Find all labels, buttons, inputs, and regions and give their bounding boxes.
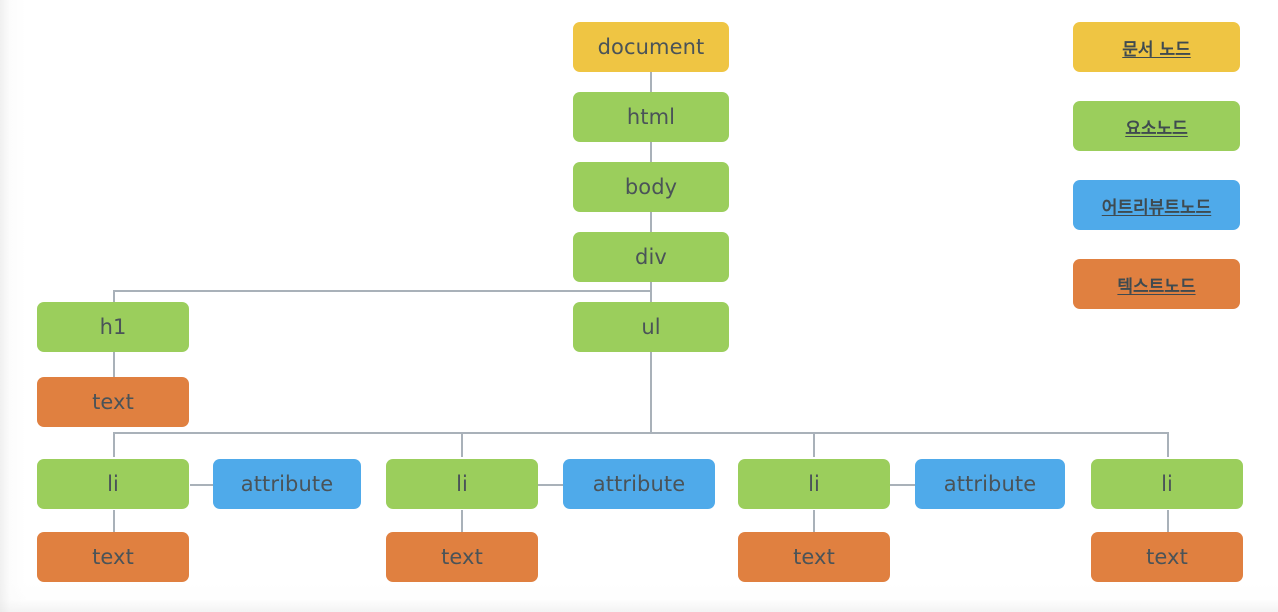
node-attribute-1[interactable]: attribute [213, 459, 361, 509]
edge-li3-attribute3 [890, 484, 915, 486]
legend-item-text-node[interactable]: 텍스트노드 [1073, 259, 1240, 309]
node-li-3[interactable]: li [738, 459, 890, 509]
edge-bar-ul [650, 290, 652, 302]
edge-li3-text [813, 510, 815, 532]
node-li-4-text[interactable]: text [1091, 532, 1243, 582]
edge-bar-li1 [113, 432, 115, 457]
edge-bar-li3 [813, 432, 815, 457]
edge-bar-li4 [1167, 432, 1169, 457]
edge-li1-text [113, 510, 115, 532]
node-h1-text[interactable]: text [37, 377, 189, 427]
edge-bar-h1 [113, 290, 115, 302]
edge-li2-attribute2 [538, 484, 563, 486]
edge-li2-text [461, 510, 463, 532]
edge-li1-attribute1 [190, 484, 213, 486]
legend-item-document-node[interactable]: 문서 노드 [1073, 22, 1240, 72]
node-attribute-3[interactable]: attribute [915, 459, 1065, 509]
edge-body-div [650, 212, 652, 232]
edge-bar-li2 [461, 432, 463, 457]
node-li-2-text[interactable]: text [386, 532, 538, 582]
node-li-3-text[interactable]: text [738, 532, 890, 582]
edge-div-children-bar [113, 290, 652, 292]
node-ul[interactable]: ul [573, 302, 729, 352]
edge-li4-text [1167, 510, 1169, 532]
node-document[interactable]: document [573, 22, 729, 72]
edge-div-dropstem [650, 282, 652, 292]
node-li-4[interactable]: li [1091, 459, 1243, 509]
edge-ul-children-bar [113, 432, 1168, 434]
edge-document-html [650, 72, 652, 92]
node-li-2[interactable]: li [386, 459, 538, 509]
node-attribute-2[interactable]: attribute [563, 459, 715, 509]
edge-html-body [650, 142, 652, 162]
node-div[interactable]: div [573, 232, 729, 282]
node-body[interactable]: body [573, 162, 729, 212]
legend-item-element-node[interactable]: 요소노드 [1073, 101, 1240, 151]
node-html[interactable]: html [573, 92, 729, 142]
legend-item-attribute-node[interactable]: 어트리뷰트노드 [1073, 180, 1240, 230]
edge-ul-dropstem [650, 352, 652, 434]
node-h1[interactable]: h1 [37, 302, 189, 352]
node-li-1[interactable]: li [37, 459, 189, 509]
node-li-1-text[interactable]: text [37, 532, 189, 582]
edge-h1-text [113, 352, 115, 377]
